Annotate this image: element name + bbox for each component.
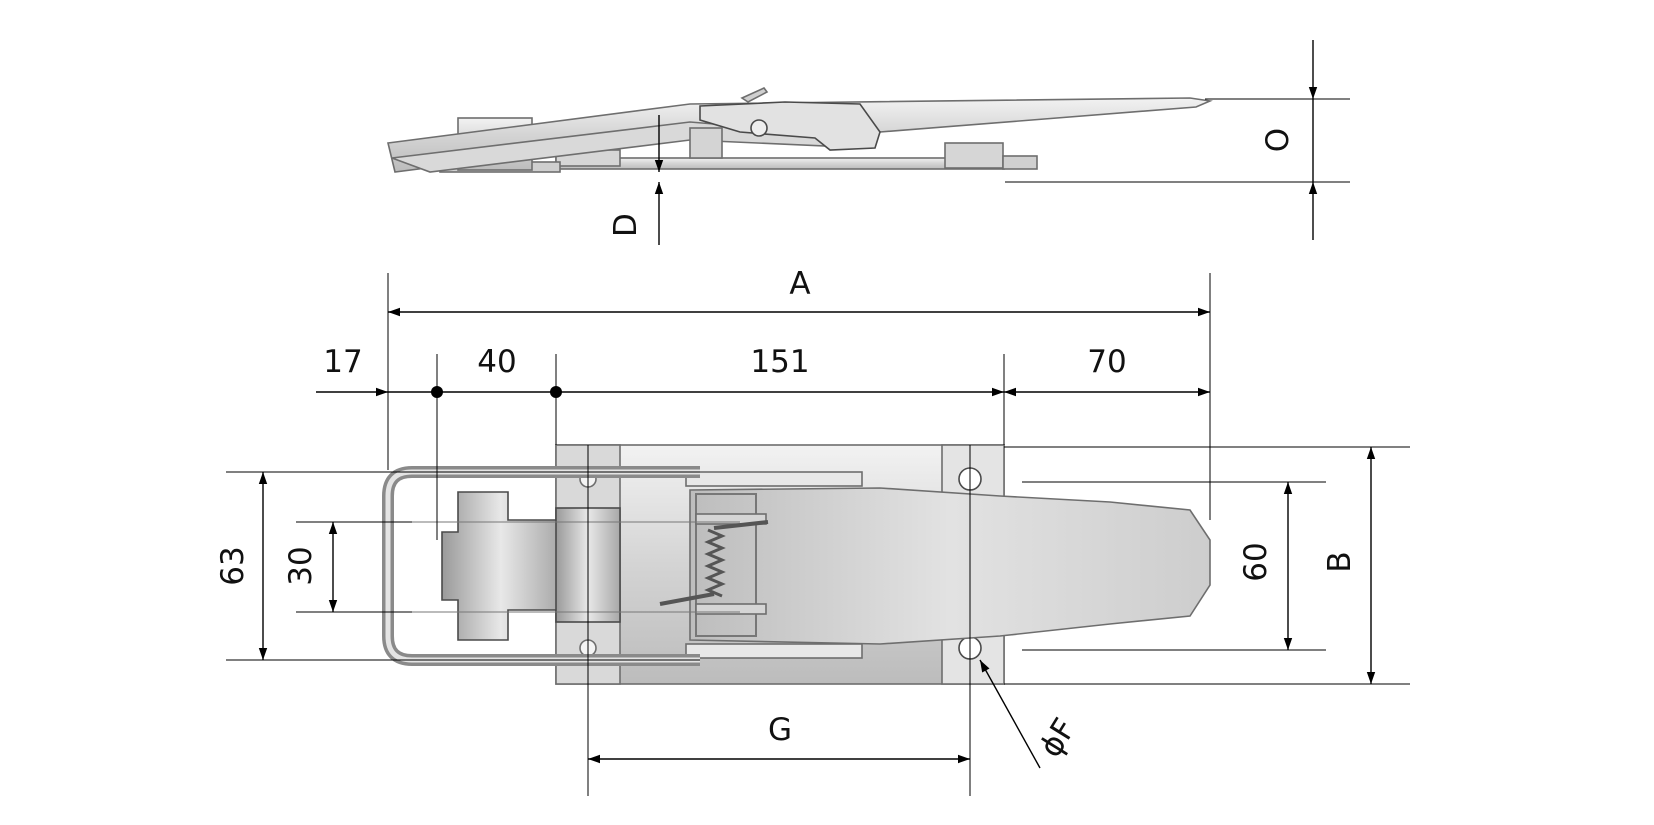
dim-f-leader [979,659,1041,769]
side-view [387,87,1213,173]
rail-top [685,471,863,487]
label-b: B [1322,551,1358,572]
spring-crossbar-bottom [695,603,767,615]
side-spring-tab [740,87,769,103]
dimension-lines [226,40,1410,796]
label-o: O [1260,128,1296,152]
dim-dot-40 [431,386,443,398]
rail-bottom [685,643,863,659]
side-base-block-right [944,142,1004,169]
coil-spring [704,528,726,598]
spring-crossbar-top [695,513,767,525]
side-pivot [750,119,768,137]
label-63: 63 [215,546,251,585]
label-30: 30 [283,546,319,585]
lever-plan [689,487,1211,645]
label-f: ϕF [1033,712,1084,764]
side-base-plate [555,157,1005,170]
wire-shackle-highlight [385,469,700,663]
side-base-tail [1002,155,1038,170]
label-g: G [768,712,792,748]
label-151: 151 [750,344,809,380]
label-d: D [608,213,644,237]
label-40: 40 [477,344,516,380]
spring-frame [695,493,757,637]
dim-dot-151 [550,386,562,398]
plan-view [382,444,1211,685]
label-60: 60 [1238,542,1274,581]
spring-arm-upper [713,520,769,530]
label-70: 70 [1087,344,1126,380]
side-hinge-body [699,101,881,151]
spring-arm-lower [659,592,715,606]
side-hinge-post [689,127,723,159]
label-a: A [789,266,810,302]
label-17: 17 [323,344,362,380]
t-handle [441,491,561,641]
